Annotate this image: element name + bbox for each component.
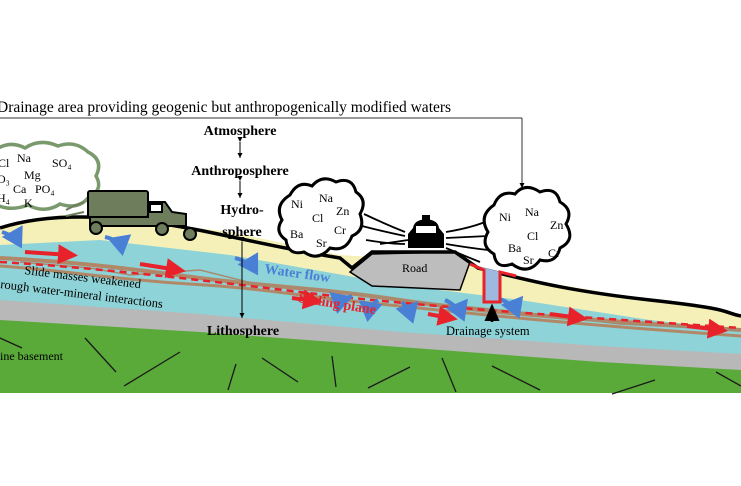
drainage-system: [469, 262, 517, 304]
ion-label: Ni: [291, 197, 304, 211]
ion-label: Na: [319, 191, 334, 205]
bedrock-band: [0, 298, 741, 370]
hydrosphere-label-2: sphere: [222, 225, 261, 240]
ion-label: Sr: [523, 253, 534, 267]
ion-label: H₄: [0, 191, 10, 205]
ion-label: Cr: [548, 246, 560, 260]
ion-label: K: [24, 196, 33, 210]
ion-label: Cl: [0, 156, 10, 170]
crystalline-basement: [0, 318, 741, 393]
ion-label: Ba: [508, 241, 522, 255]
ion-label: Ca: [13, 182, 27, 196]
sliding-arrows: [24, 244, 728, 339]
hydrosphere-label-1: Hydro-: [220, 203, 264, 218]
atmosphere-label: Atmosphere: [204, 124, 277, 139]
ion-label: Zn: [336, 204, 349, 218]
left-ion-cloud: Cl Na SO₄ O₃ Mg Ca PO₄ H₄ K: [0, 140, 101, 211]
ion-label: Na: [17, 151, 32, 165]
ion-label: O₃: [0, 172, 10, 186]
ion-label: Mg: [24, 168, 41, 182]
right-ion-cloud: Ni Na Zn Cl Ba Sr Cr: [482, 186, 572, 271]
ion-label: PO₄: [35, 182, 55, 196]
ion-label: Cl: [312, 211, 324, 225]
ion-label: SO₄: [52, 156, 72, 170]
basement-fractures: [0, 337, 741, 395]
ion-label: Sr: [316, 236, 327, 250]
drainage-area-label: Drainage area providing geogenic but ant…: [0, 99, 451, 116]
ion-label: Cl: [527, 229, 539, 243]
ion-label: Na: [525, 205, 540, 219]
drainage-system-label: Drainage system: [446, 324, 530, 338]
ion-label: Cr: [334, 223, 346, 237]
car-icon: [361, 213, 489, 263]
basement-label: ine basement: [0, 349, 64, 363]
truck-icon: [87, 190, 197, 241]
ion-label: Ni: [499, 210, 512, 224]
ion-label: Zn: [550, 218, 563, 232]
road-label: Road: [402, 261, 427, 275]
anthroposphere-label: Anthroposphere: [191, 164, 289, 179]
middle-ion-cloud: Ni Na Zn Cl Ba Cr Sr: [277, 177, 365, 258]
ion-label: Ba: [290, 227, 304, 241]
lithosphere-label: Lithosphere: [207, 324, 279, 339]
exhaust-lines: [65, 201, 85, 217]
